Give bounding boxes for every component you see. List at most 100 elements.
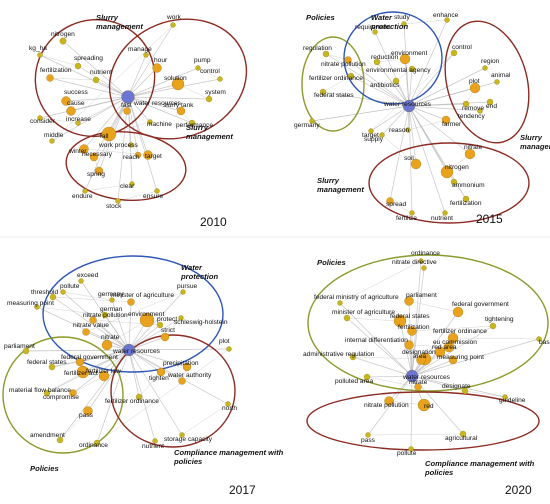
panel-2017-cluster-ellipse-1 bbox=[42, 255, 224, 373]
panel-2017-label-fertilizer-ordinance: fertilizer ordinance bbox=[105, 398, 159, 405]
panel-2017-label-precipitation: precipitation bbox=[163, 360, 199, 367]
panel-2017-edge bbox=[51, 361, 81, 368]
panel-2010-edge bbox=[65, 96, 129, 102]
panel-2017-edge bbox=[85, 291, 184, 333]
panel-2015-cluster-ellipse-3 bbox=[444, 20, 530, 144]
panel-2015-edge bbox=[408, 101, 491, 107]
panel-2015-node-plot bbox=[469, 82, 481, 94]
panel-2015-label-water-resources: water resources bbox=[383, 101, 432, 108]
panel-2017-edge bbox=[92, 319, 130, 351]
panel-2017-label-fertilizer-law: fertilizer law bbox=[86, 368, 121, 375]
panel-2020-node-fertilization bbox=[407, 326, 417, 336]
panel-2017-label-tighten: tighten bbox=[149, 375, 169, 382]
panel-2017-edge bbox=[62, 291, 113, 301]
panel-2017-label-exceed: exceed bbox=[77, 272, 99, 279]
panel-2017-node-german bbox=[101, 311, 109, 319]
panel-2017-label-parliament: parliament bbox=[4, 343, 35, 350]
panel-2017-node-measuring-point bbox=[34, 304, 40, 310]
panel-2010-label-cause: cause bbox=[67, 100, 85, 107]
panel-2017-edge bbox=[128, 336, 166, 351]
panel-2015-edge bbox=[408, 105, 481, 112]
panel-2010-node-kg-ha bbox=[37, 52, 43, 58]
panel-2010-edge bbox=[127, 67, 158, 98]
panel-2015-node-end bbox=[486, 98, 494, 106]
panel-2017-node-minister-of-agriculture bbox=[127, 298, 135, 306]
panel-2010-node-work bbox=[170, 22, 176, 28]
panel-2020-cluster-ellipse-2 bbox=[306, 391, 540, 451]
panel-2020-edge bbox=[452, 337, 540, 340]
panel-2017-node-storage-capacity bbox=[179, 432, 185, 438]
panel-2020-label-agricultural: agricultural bbox=[445, 435, 478, 442]
panel-2015-node-animal bbox=[494, 79, 500, 85]
panel-2015-label-ammonium: ammonium bbox=[452, 182, 485, 189]
panel-2015-edge bbox=[376, 61, 410, 107]
panel-2020-node-area bbox=[416, 355, 426, 365]
panel-2017-node-exceed bbox=[78, 278, 84, 284]
panel-2015-edge bbox=[407, 119, 447, 131]
panel-2015-label-end: end bbox=[486, 103, 497, 110]
panel-2020-label-administrative-regulation: administrative regulation bbox=[303, 351, 375, 358]
panel-2015-label-fertilizer-ordinance: fertilizer ordinance bbox=[309, 75, 363, 82]
panel-2017-label-strict: strict bbox=[161, 327, 175, 334]
panel-2015-node-tendency bbox=[477, 108, 483, 114]
panel-2010-edge bbox=[127, 54, 147, 98]
panel-2010-label-spreading: spreading bbox=[74, 55, 103, 62]
panel-2020-label-nitrate: nitrate bbox=[409, 379, 428, 386]
panel-2010-edge bbox=[84, 96, 129, 192]
panel-2020-edge bbox=[339, 260, 422, 304]
panel-2017-label-germany: germany bbox=[98, 291, 124, 298]
panel-2017-node-plot bbox=[226, 346, 232, 352]
panel-2015-node-spread bbox=[386, 197, 394, 205]
panel-2017-node-strict bbox=[160, 332, 170, 342]
panel-2015-edge bbox=[408, 105, 417, 165]
panel-2020-node-nitrate bbox=[414, 383, 422, 391]
network-nodes bbox=[22, 17, 542, 452]
panel-2017-label-pursue: pursue bbox=[177, 283, 197, 290]
cluster-ellipses bbox=[2, 11, 549, 454]
panel-2010-edge bbox=[39, 96, 129, 119]
panel-2015-node-nitrate-pollution bbox=[344, 56, 352, 64]
panel-2017-node-north bbox=[225, 401, 231, 407]
panel-2015-label-nitrate: nitrate bbox=[464, 144, 483, 151]
panel-2015-node-nitrate bbox=[464, 148, 476, 160]
panel-2017-node-fertilizer-law bbox=[98, 370, 110, 382]
panel-2010-node-performance bbox=[188, 119, 196, 127]
panel-2017-label-nitrate-value: nitrate value bbox=[73, 322, 109, 329]
panel-2020-node-federal-ministry-of-agriculture bbox=[337, 300, 343, 306]
panel-2020-label-federal-government: federal government bbox=[452, 301, 509, 308]
panel-2010-node-nitrogen bbox=[59, 37, 67, 45]
panel-2010-label-manage: manage bbox=[128, 46, 152, 53]
panel-2020-node-administrative-regulation bbox=[349, 353, 357, 361]
panel-2010-label-success: success bbox=[64, 89, 89, 96]
panel-2017-node-parliament bbox=[22, 347, 30, 355]
panel-2017-node-pollute bbox=[60, 289, 66, 295]
panel-2015-edge bbox=[311, 105, 410, 122]
panel-2010-edge bbox=[39, 54, 79, 67]
panel-2015-label-federal-states: federal states bbox=[314, 92, 354, 99]
panel-2010-node-pump bbox=[195, 65, 201, 71]
panel-2015-edge bbox=[408, 52, 455, 107]
panel-2010-label-nutrient: nutrient bbox=[90, 69, 112, 76]
panel-2010-label-machine: machine bbox=[147, 121, 172, 128]
panel-2020-cluster-ellipse-1 bbox=[307, 254, 549, 392]
panel-2017-edge bbox=[111, 299, 130, 351]
panel-2017-node-nitrate-pollution bbox=[89, 316, 97, 324]
panel-2020-label-water-resources: water resources bbox=[402, 374, 451, 381]
panel-2010-edge bbox=[127, 67, 199, 98]
panel-2020-edge bbox=[464, 390, 506, 398]
panel-2015-edge bbox=[389, 105, 410, 202]
panel-2015-edge bbox=[408, 68, 413, 107]
panel-2017-node-compromise bbox=[69, 389, 77, 397]
panel-2010-label-hour: hour bbox=[154, 57, 168, 64]
panel-2017-label-minister-of-agriculture: minister of agriculture bbox=[111, 292, 174, 299]
panel-2020-label-measuring-point: measuring point bbox=[437, 354, 484, 361]
panel-2017-node-nitrate-value bbox=[82, 328, 90, 336]
panel-2017-edge bbox=[72, 375, 105, 394]
panel-2010-label-consider: consider bbox=[30, 118, 56, 125]
panel-2010-edge bbox=[197, 67, 221, 80]
panel-2017-label-schleswig-holstein: schleswig-holstein bbox=[174, 319, 228, 326]
panel-2017-node-environment bbox=[139, 312, 155, 328]
